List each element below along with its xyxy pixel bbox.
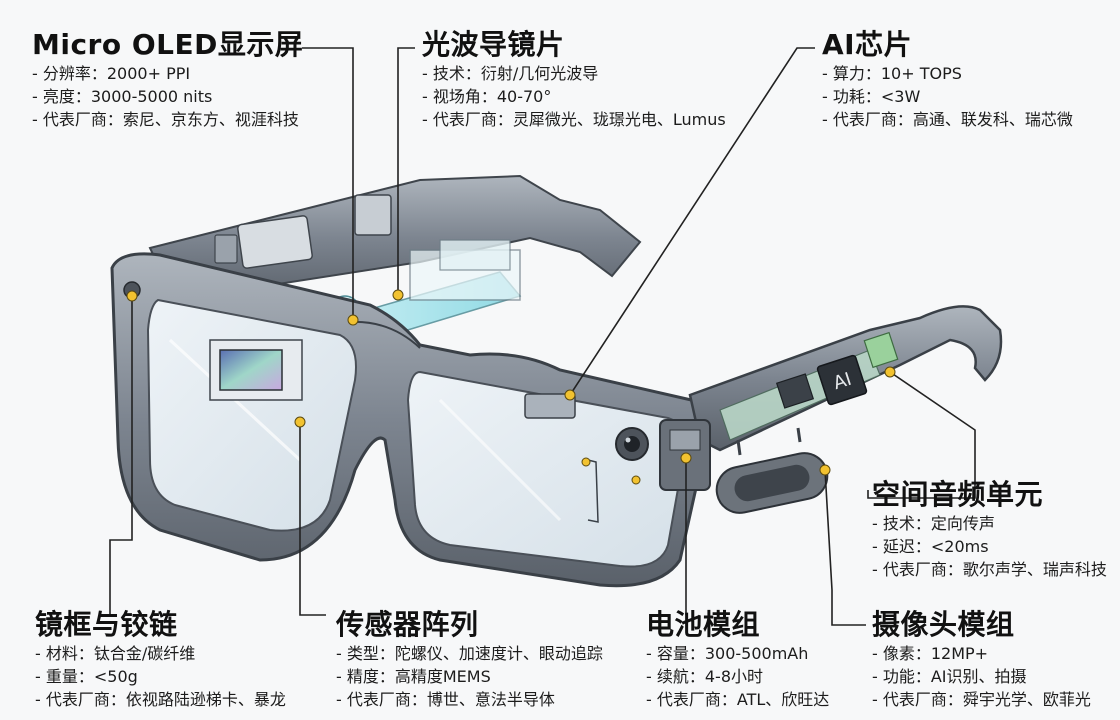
callout-title: 传感器阵列 [336,608,603,642]
callout-detail: - 代表厂商：歌尔声学、瑞声科技 [872,558,1107,581]
callout-waveguide: 光波导镜片 - 技术：衍射/几何光波导 - 视场角：40-70° - 代表厂商：… [422,28,726,131]
dot-audio [885,367,895,377]
dot-battery [681,453,691,463]
dot-hinge [632,476,640,484]
callout-title: 电池模组 [646,608,829,642]
callout-micro-oled: Micro OLED显示屏 - 分辨率：2000+ PPI - 亮度：3000-… [32,28,303,131]
callout-detail: - 算力：10+ TOPS [822,62,1073,85]
callout-title: 空间音频单元 [872,478,1107,512]
callout-sensor-array: 传感器阵列 - 类型：陀螺仪、加速度计、眼动追踪 - 精度：高精度MEMS - … [336,608,603,711]
callout-detail: - 代表厂商：博世、意法半导体 [336,688,603,711]
dot-camera [820,465,830,475]
callout-title: Micro OLED显示屏 [32,28,303,62]
callout-title: 光波导镜片 [422,28,726,62]
callout-detail: - 像素：12MP+ [872,642,1091,665]
dot-oled [348,315,358,325]
callout-detail: - 代表厂商：依视路陆逊梯卡、暴龙 [35,688,286,711]
callout-title: 镜框与铰链 [35,608,286,642]
dot-lens [582,458,590,466]
callout-detail: - 分辨率：2000+ PPI [32,62,303,85]
callout-camera: 摄像头模组 - 像素：12MP+ - 功能：AI识别、拍摄 - 代表厂商：舜宇光… [872,608,1091,711]
dot-wave [393,290,403,300]
callout-spatial-audio: 空间音频单元 - 技术：定向传声 - 延迟：<20ms - 代表厂商：歌尔声学、… [872,478,1107,581]
callout-detail: - 续航：4-8小时 [646,665,829,688]
callout-detail: - 重量：<50g [35,665,286,688]
callout-frame-hinge: 镜框与铰链 - 材料：钛合金/碳纤维 - 重量：<50g - 代表厂商：依视路陆… [35,608,286,711]
callout-battery: 电池模组 - 容量：300-500mAh - 续航：4-8小时 - 代表厂商：A… [646,608,829,711]
leader-camera [825,470,866,625]
callout-detail: - 视场角：40-70° [422,85,726,108]
callout-detail: - 容量：300-500mAh [646,642,829,665]
callout-detail: - 精度：高精度MEMS [336,665,603,688]
callout-detail: - 亮度：3000-5000 nits [32,85,303,108]
callout-detail: - 材料：钛合金/碳纤维 [35,642,286,665]
callout-detail: - 代表厂商：高通、联发科、瑞芯微 [822,108,1073,131]
callout-detail: - 代表厂商：舜宇光学、欧菲光 [872,688,1091,711]
callout-detail: - 延迟：<20ms [872,535,1107,558]
callout-detail: - 技术：衍射/几何光波导 [422,62,726,85]
callout-detail: - 功耗：<3W [822,85,1073,108]
dot-frame [127,291,137,301]
callout-detail: - 功能：AI识别、拍摄 [872,665,1091,688]
callout-detail: - 代表厂商：灵犀微光、珑璟光电、Lumus [422,108,726,131]
callout-title: AI芯片 [822,28,1073,62]
micro-oled-module [210,340,302,400]
callout-detail: - 类型：陀螺仪、加速度计、眼动追踪 [336,642,603,665]
callout-title: 摄像头模组 [872,608,1091,642]
callout-detail: - 代表厂商：ATL、欣旺达 [646,688,829,711]
dot-chip [565,390,575,400]
dot-sensor [295,417,305,427]
callout-detail: - 技术：定向传声 [872,512,1107,535]
callout-ai-chip: AI芯片 - 算力：10+ TOPS - 功耗：<3W - 代表厂商：高通、联发… [822,28,1073,131]
callout-detail: - 代表厂商：索尼、京东方、视涯科技 [32,108,303,131]
